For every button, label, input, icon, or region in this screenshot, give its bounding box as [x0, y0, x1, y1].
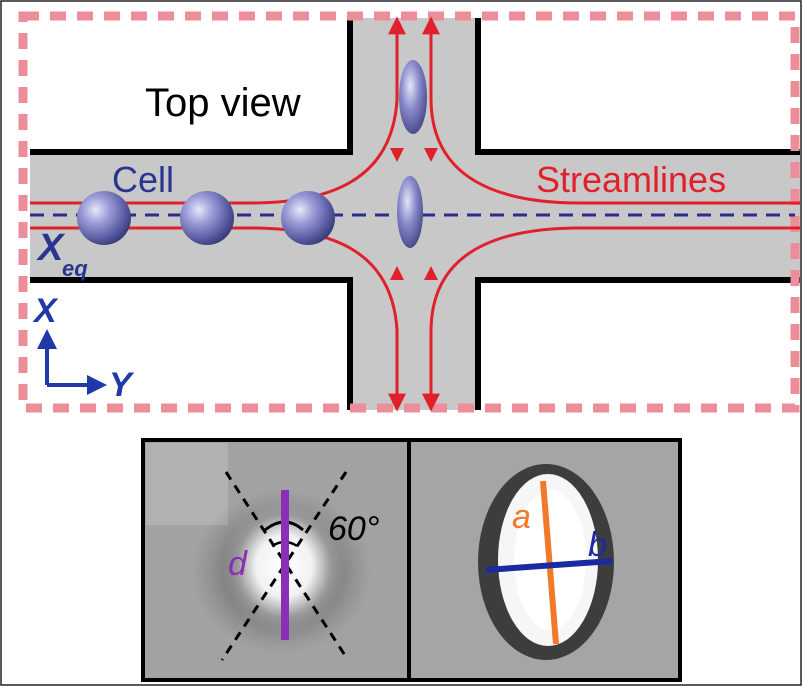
x-axis-label: X: [32, 292, 59, 330]
x-eq-label: X eq: [36, 227, 88, 281]
cell-sphere-3: [281, 191, 335, 245]
top-panel: Top view Cell Streamlines X eq X Y: [18, 11, 800, 413]
bottom-right-panel: a b: [410, 440, 680, 680]
streamline-arrowheads: [390, 148, 438, 280]
channel-walls: [30, 18, 800, 410]
streamlines: [30, 16, 800, 412]
streamlines-label: Streamlines: [536, 159, 726, 200]
major-axis-label: a: [512, 498, 531, 536]
top-view-label: Top view: [145, 81, 301, 125]
micrograph-left-patch: [146, 443, 228, 525]
y-axis-label: Y: [109, 366, 135, 404]
axis-indicator: X Y: [32, 292, 135, 404]
x-eq-subscript: eq: [62, 256, 88, 281]
minor-axis-line: [485, 558, 613, 573]
cell-ellipse-top: [399, 60, 427, 134]
bottom-panel-frames: [141, 438, 682, 682]
cell-sphere-2: [180, 191, 234, 245]
angle-label: 60°: [328, 510, 379, 548]
cell-label: Cell: [112, 159, 174, 200]
diameter-label: d: [228, 545, 248, 583]
x-eq-main: X: [36, 227, 66, 269]
bottom-left-panel: d 60°: [143, 440, 409, 680]
dashed-region-border: [18, 11, 800, 413]
cell-sphere-1: [77, 191, 131, 245]
cell-ellipse-center: [397, 176, 423, 248]
minor-axis-label: b: [588, 526, 607, 564]
